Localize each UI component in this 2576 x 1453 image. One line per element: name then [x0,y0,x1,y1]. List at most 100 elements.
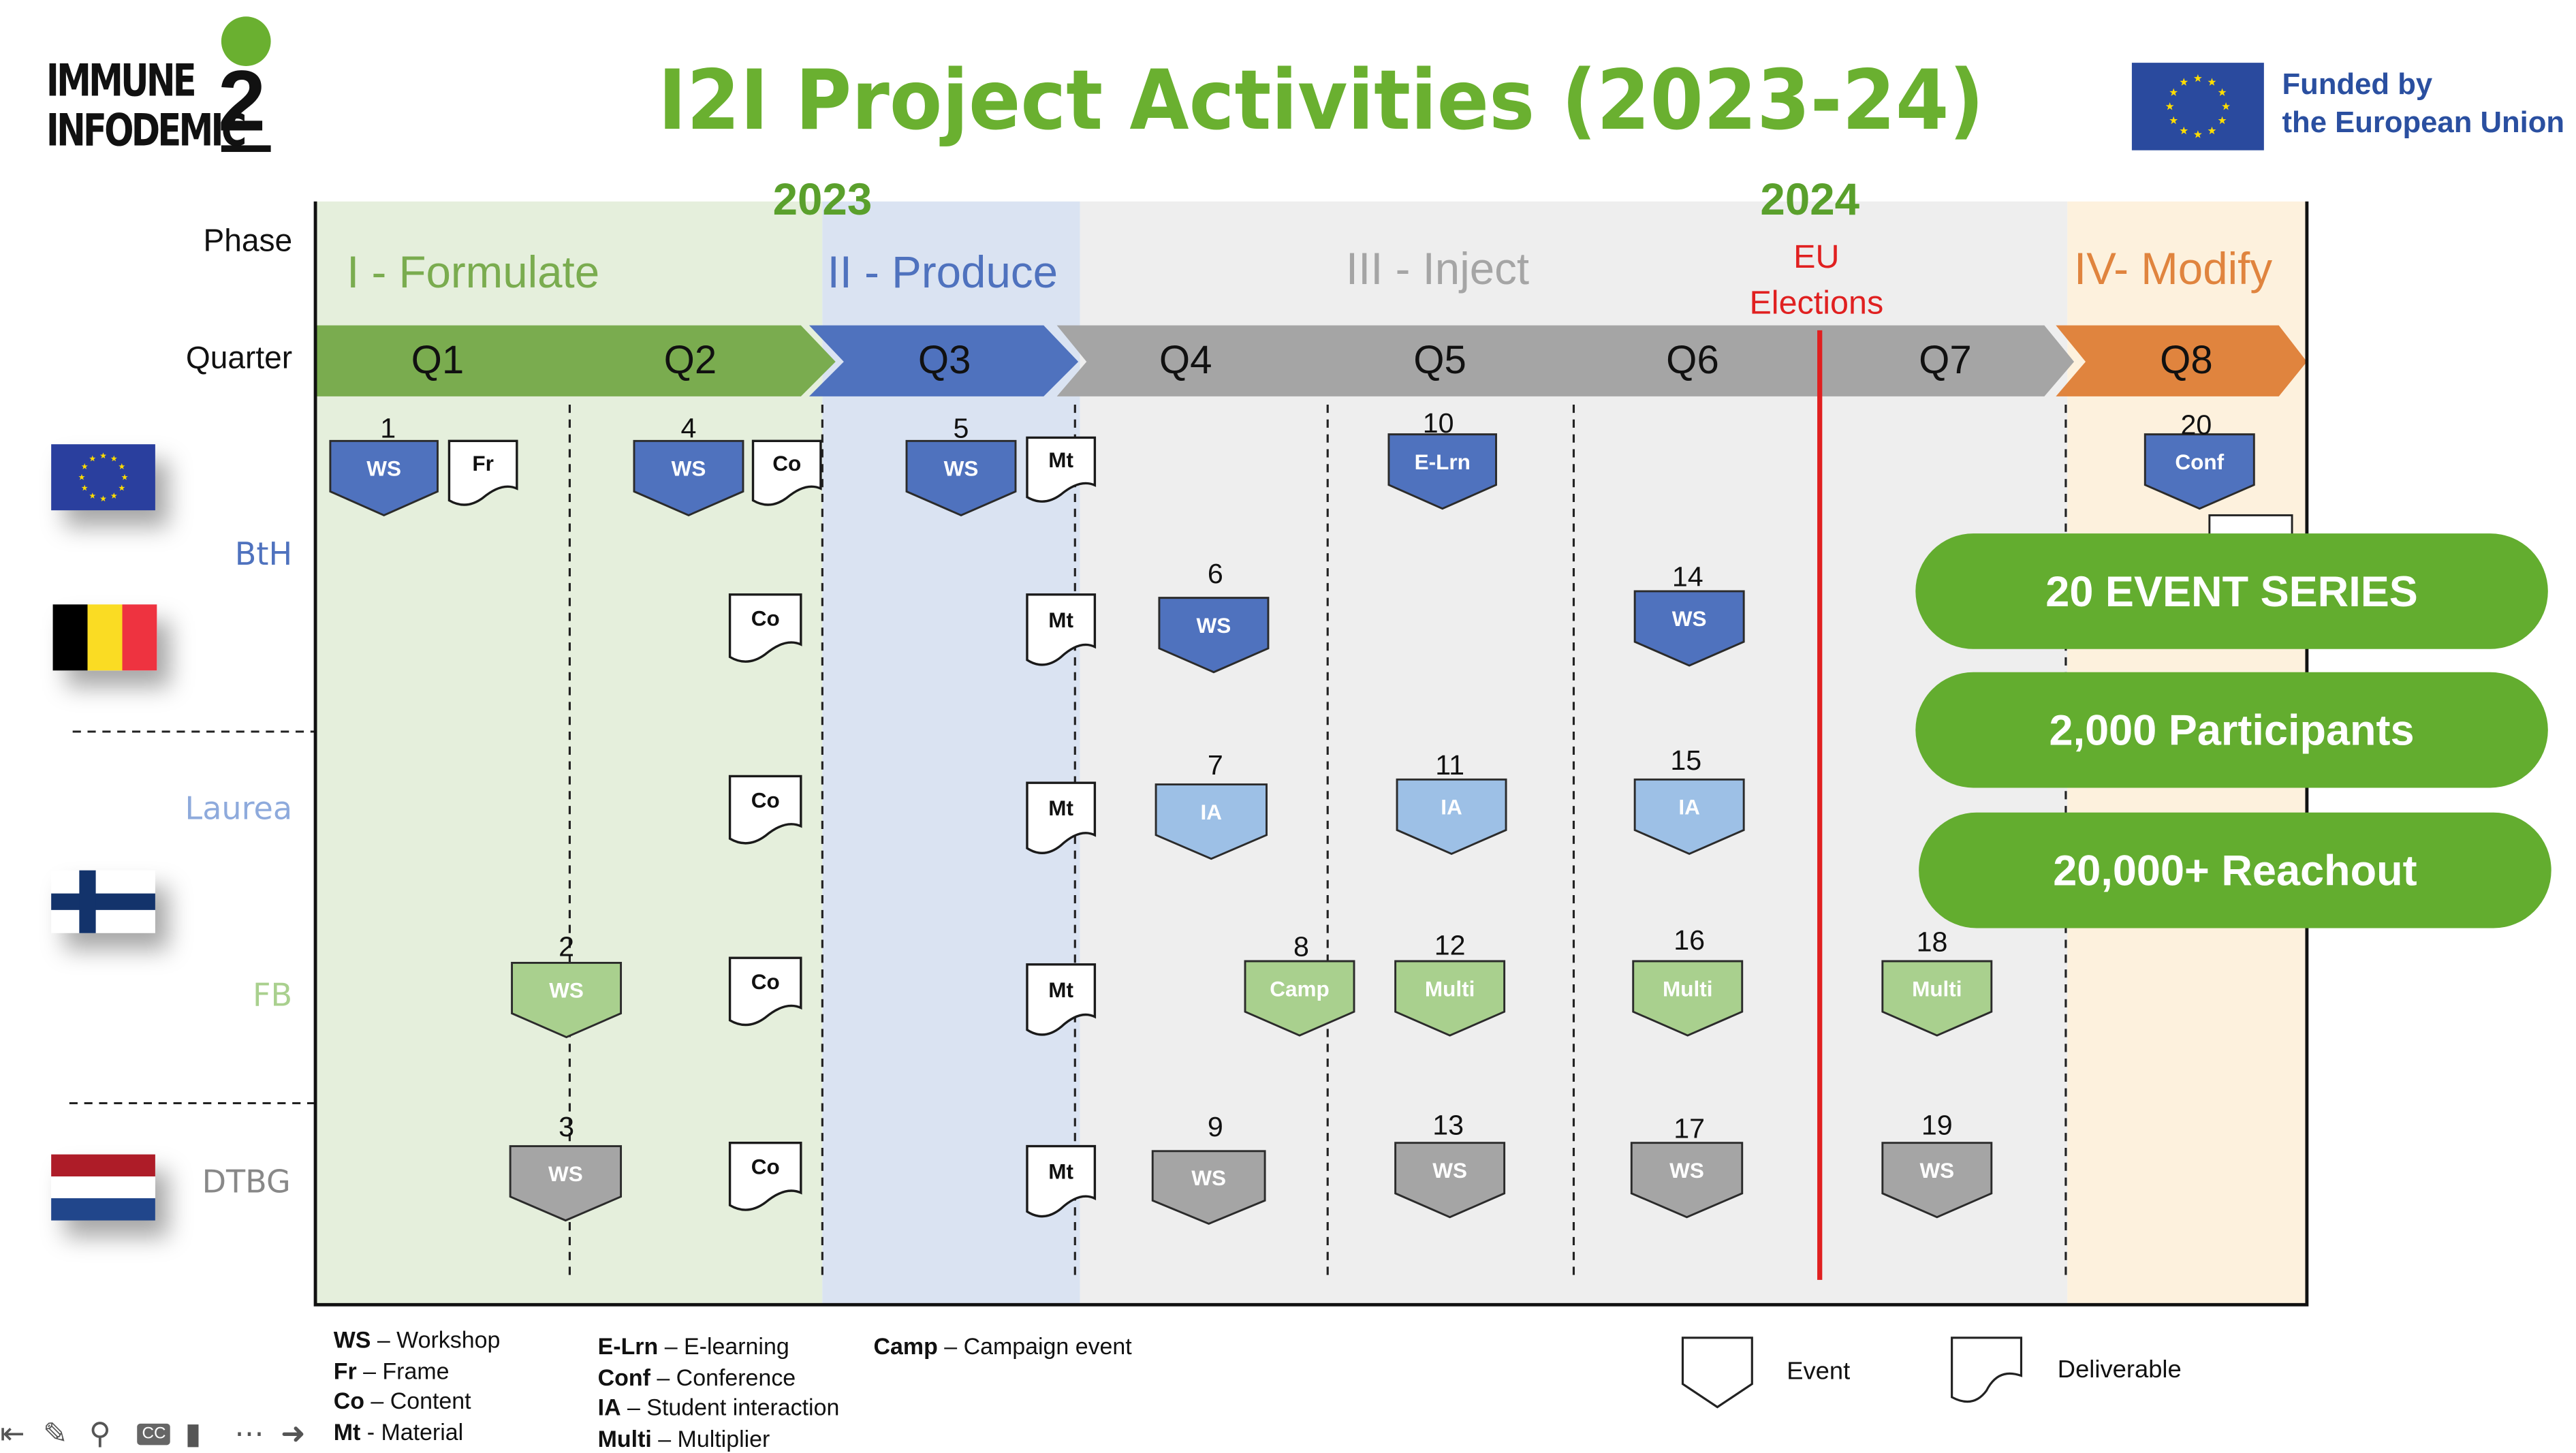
captions-icon[interactable]: CC [137,1423,171,1446]
quarter-arrow-produce [808,325,1079,396]
event-number: 15 [1670,745,1701,776]
year-2023: 2023 [772,174,873,225]
finland-flag-icon [51,870,155,933]
deliverable-item[interactable]: Mt [1026,963,1097,1036]
deliverable-item[interactable]: Co [728,956,802,1027]
logo-underline [221,145,271,153]
eu-stars-icon [2165,74,2231,138]
event-shape [1151,1150,1266,1225]
legend-abbr: Multi [597,1424,652,1451]
event-item[interactable]: WS5 [905,412,1017,516]
event-shape [511,961,623,1039]
eu-emblem [2131,63,2264,151]
deliverable-item[interactable]: Co [728,593,802,663]
event-item[interactable]: WS3 [509,1111,623,1222]
deliverable-item[interactable]: Co [728,1141,802,1211]
event-item[interactable]: IA 15 [1633,745,1745,856]
event-number: 5 [954,412,969,443]
legend-abbr: Co [333,1387,364,1414]
event-shape [1394,960,1506,1037]
event-label: E-Lrn [1415,450,1471,474]
event-number: 12 [1434,929,1466,960]
more-icon[interactable]: ⋯ [234,1417,264,1450]
quarter-q7: Q7 [1919,339,1972,384]
legend-deliverable-label: Deliverable [2057,1356,2182,1384]
legend-text: – Frame [356,1356,450,1384]
legend-abbr: Fr [333,1356,357,1384]
highlight-event-series: 20 EVENT SERIES [1915,533,2548,649]
star-icon [2180,78,2188,86]
event-number: 2 [559,931,574,963]
legend-deliverable-shape [1951,1337,2023,1403]
event-label: WS [1191,1166,1226,1190]
event-shape [1630,1142,1744,1219]
legend-abbr: IA [597,1394,621,1420]
deliverable-item[interactable]: Mt [1026,1144,1097,1218]
legend-abbr: Conf [597,1363,650,1390]
event-item[interactable]: WS 2 [511,931,623,1039]
event-number: 4 [681,412,697,443]
event-item[interactable]: WS 4 [633,412,744,516]
deliverable-shape [1026,436,1097,503]
star-icon [2193,74,2202,82]
quarter-q4: Q4 [1159,339,1212,384]
event-number: 3 [559,1111,574,1142]
star-icon [81,484,88,491]
event-number: 18 [1917,926,1948,957]
event-item[interactable]: WS1 [329,412,439,517]
year-2024: 2024 [1760,174,1860,225]
deliverable-item[interactable]: Co [728,775,802,845]
star-icon [89,455,96,462]
eu-elections-label: EU Elections [1734,234,1899,327]
immune-infodemic-logo: IMMUNE INFODEMIC 2 [46,16,277,157]
deliverable-shape [751,439,822,506]
event-shape [633,439,744,516]
logo-line2: INFODEMIC [46,106,247,157]
event-item[interactable]: WS 9 [1151,1111,1266,1225]
highlight-reachout: 20,000+ Reachout [1919,812,2551,928]
event-number: 17 [1674,1112,1705,1144]
event-label: WS [672,456,706,481]
event-label: IA [1678,795,1700,819]
deliverable-label: Mt [1048,978,1073,1002]
deliverable-shape [447,439,518,506]
deliverable-item[interactable]: Fr [447,439,518,506]
partner-laurea: Laurea [185,791,293,828]
star-icon [119,463,125,469]
eu-flag-icon [51,444,155,511]
legend-event-label: Event [1787,1357,1851,1386]
deliverable-item[interactable]: Mt [1026,593,1097,666]
camera-icon[interactable]: ▮ [185,1417,202,1450]
event-label: WS [1432,1158,1467,1183]
deliverable-item[interactable]: Co [751,439,822,506]
deliverable-label: Co [751,787,780,812]
forward-icon[interactable]: ➜ [281,1417,306,1450]
event-shape [1633,778,1745,856]
event-number: 9 [1208,1111,1223,1142]
event-item[interactable]: IA7 [1155,749,1268,860]
quarter-q8: Q8 [2160,339,2213,384]
quarter-q5: Q5 [1413,339,1466,384]
deliverable-item[interactable]: Mt [1026,781,1097,854]
legend-text: – Multiplier [651,1424,770,1451]
pen-icon[interactable]: ✎ [43,1417,68,1450]
back-icon[interactable]: ⇤ [0,1417,25,1450]
star-icon [2218,116,2227,125]
event-label: WS [549,978,584,1003]
legend-entry: WS – Workshop [334,1324,501,1355]
zoom-icon[interactable]: ⚲ [89,1417,111,1450]
deliverable-item[interactable]: Mt [1026,436,1097,503]
event-item[interactable]: WS6 [1158,558,1270,674]
